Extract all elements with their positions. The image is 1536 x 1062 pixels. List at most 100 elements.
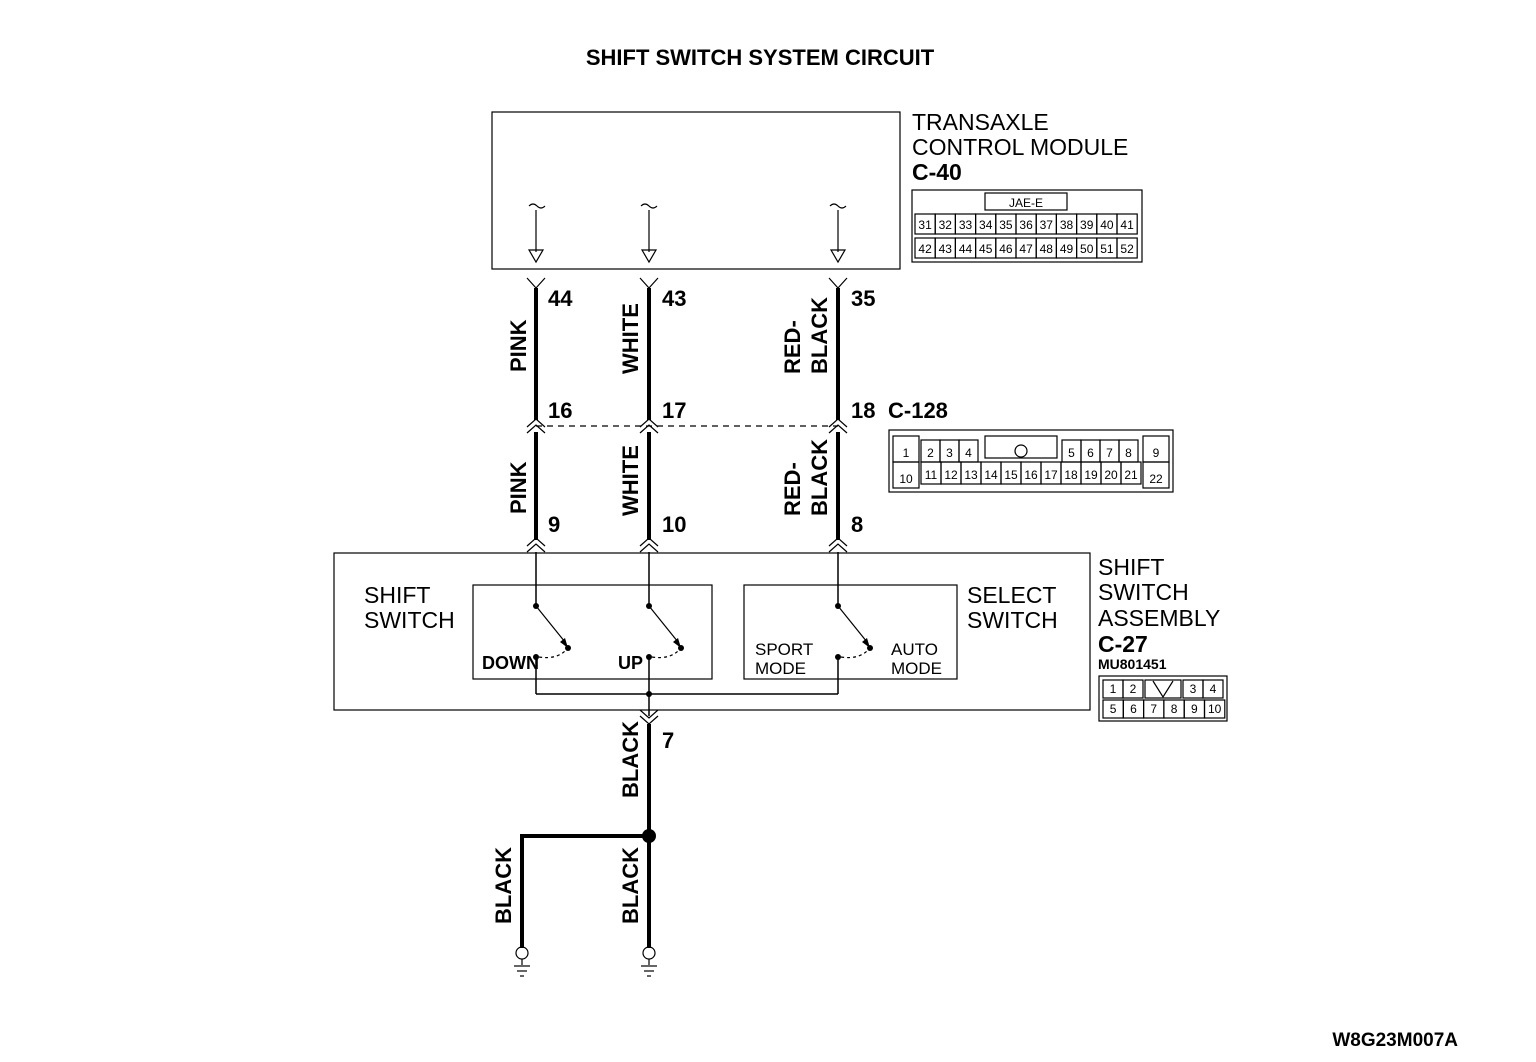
tcm-connector-row1-pin-label: 31: [918, 218, 932, 232]
c128-connector-row1-pin-label: 2: [927, 446, 934, 460]
sport-mode-label-line1: SPORT: [755, 640, 813, 659]
c128-connector-row2-pin-label: 14: [984, 468, 998, 482]
c128-connector-row2-pin-label: 22: [1149, 472, 1163, 486]
pin-tcm-white: 43: [662, 286, 686, 311]
c128-connector-row2-pin-label: 18: [1064, 468, 1078, 482]
select-switch-label-line1: SELECT: [967, 582, 1056, 608]
tcm-connector-row2-pin-label: 42: [918, 242, 932, 256]
ground-wire-label-right: BLACK: [618, 847, 643, 924]
wire-pink: [526, 277, 546, 604]
assy-label-line1: SHIFT: [1098, 554, 1164, 580]
c128-connector-row2-pin-label: 21: [1124, 468, 1138, 482]
c128-connector-row1-pin-label: 9: [1153, 446, 1160, 460]
c128-connector-row1-pin-label: 3: [946, 446, 953, 460]
c128-connector-row1-pin-label: 7: [1106, 446, 1113, 460]
tcm-connector-row1-pin-label: 37: [1040, 218, 1054, 232]
tcm-connector-row1-pin-label: 41: [1120, 218, 1134, 232]
figure-code: W8G23M007A: [1332, 1030, 1458, 1051]
tcm-connector-row1-pin-label: 38: [1060, 218, 1074, 232]
c128-connector-row2-pin-label: 10: [899, 472, 913, 486]
ground-symbol-right: [641, 946, 657, 977]
shift-switch-label-line1: SHIFT: [364, 582, 430, 608]
c128-connector-row2-pin-label: 15: [1004, 468, 1018, 482]
ground-wire-label-left: BLACK: [491, 847, 516, 924]
c128-connector-row2-pin-label: 17: [1044, 468, 1058, 482]
tcm-connector-id: C-40: [912, 159, 962, 185]
wire-label-red-upper: RED-: [780, 320, 805, 374]
c128-connector-row2-cell: [1120, 461, 1142, 485]
wire-label-pink-lower: PINK: [506, 461, 531, 514]
tcm-label-line2: CONTROL MODULE: [912, 134, 1128, 160]
pin-tcm-pink: 44: [548, 286, 573, 311]
c128-connector-row1-pin-label: 5: [1068, 446, 1075, 460]
c27-connector-row1-pin-label: 3: [1190, 682, 1197, 696]
wire-label-black-lower: BLACK: [807, 439, 832, 516]
assy-label-line2: SWITCH: [1098, 579, 1189, 605]
c128-connector-row1-pin-label: 6: [1087, 446, 1094, 460]
c27-connector-row2-pin-label: 7: [1150, 702, 1157, 716]
c27-connector-row1-pin-label: 4: [1210, 682, 1217, 696]
tcm-connector-row1-pin-label: 33: [959, 218, 973, 232]
pin-c128-white: 17: [662, 398, 686, 423]
tcm-connector-row1-pin-label: 32: [939, 218, 953, 232]
pin-c128-pink: 16: [548, 398, 572, 423]
down-switch-contact: [533, 603, 571, 660]
tcm-connector-row2-pin-label: 51: [1100, 242, 1114, 256]
tcm-internal-inputs: [527, 203, 847, 264]
wire-label-red-lower: RED-: [780, 462, 805, 516]
c27-connector-row1-cell: [1202, 679, 1224, 699]
c27-connector-row2-pin-label: 5: [1110, 702, 1117, 716]
wire-red-black: [828, 277, 848, 604]
c27-connector-row1-cell: [1122, 679, 1144, 699]
tcm-connector-row1-cell: [1116, 213, 1138, 235]
shift-switch-label-line2: SWITCH: [364, 607, 455, 633]
pin-c128-red-black: 18: [851, 398, 875, 423]
pin-assy-white: 10: [662, 512, 686, 537]
c27-connector-row2-cell: [1203, 699, 1226, 719]
pin-tcm-red-black: 35: [851, 286, 875, 311]
tcm-connector-row2-pin-label: 50: [1080, 242, 1094, 256]
c27-connector-row2-pin-label: 9: [1191, 702, 1198, 716]
sport-mode-label-line2: MODE: [755, 659, 806, 678]
c128-connector-row2-cell: [892, 461, 920, 489]
c128-connector-row2-pin-label: 19: [1084, 468, 1098, 482]
tcm-connector-row2-cell: [1116, 237, 1138, 259]
c128-connector-row2-cell: [1142, 461, 1170, 489]
assy-connector-id: C-27: [1098, 631, 1148, 657]
select-switch-contact: [835, 603, 873, 660]
c128-connector-row2-pin-label: 13: [964, 468, 978, 482]
tcm-connector-row1-pin-label: 39: [1080, 218, 1094, 232]
tcm-connector-row2-pin-label: 48: [1040, 242, 1054, 256]
c128-connector-row2-pin-label: 20: [1104, 468, 1118, 482]
tcm-connector-type: JAE-E: [1009, 196, 1043, 210]
c128-connector-row2-pin-label: 16: [1024, 468, 1038, 482]
tcm-connector-row2-pin-label: 45: [979, 242, 993, 256]
wire-label-white-lower: WHITE: [618, 445, 643, 516]
wire-label-pink-upper: PINK: [506, 319, 531, 372]
pin-assy-ground: 7: [662, 728, 674, 753]
c128-connector-row2-pin-label: 11: [925, 468, 938, 482]
down-label: DOWN: [482, 653, 539, 673]
ground-wire-label-main: BLACK: [618, 721, 643, 798]
wire-white: [639, 277, 659, 604]
tcm-connector-row1-pin-label: 34: [979, 218, 993, 232]
c27-connector-row2-pin-label: 10: [1208, 702, 1222, 716]
wire-label-black-upper: BLACK: [807, 297, 832, 374]
c128-connector-row1-pin-label: 1: [903, 446, 910, 460]
ground-wire-main: [520, 709, 659, 948]
c128-connector-row1-pin-label: 4: [965, 446, 972, 460]
tcm-connector-row1-pin-label: 40: [1100, 218, 1114, 232]
assy-part-number: MU801451: [1098, 656, 1167, 672]
c128-connector-id: C-128: [888, 398, 948, 423]
select-switch-label-line2: SWITCH: [967, 607, 1058, 633]
tcm-connector-row2-pin-label: 43: [939, 242, 953, 256]
tcm-box: [491, 111, 901, 270]
tcm-connector-row2-pin-label: 47: [1019, 242, 1033, 256]
pin-assy-red-black: 8: [851, 512, 863, 537]
c27-connector-row1-pin-label: 2: [1130, 682, 1137, 696]
assy-label-line3: ASSEMBLY: [1098, 605, 1220, 631]
pin-assy-pink: 9: [548, 512, 560, 537]
